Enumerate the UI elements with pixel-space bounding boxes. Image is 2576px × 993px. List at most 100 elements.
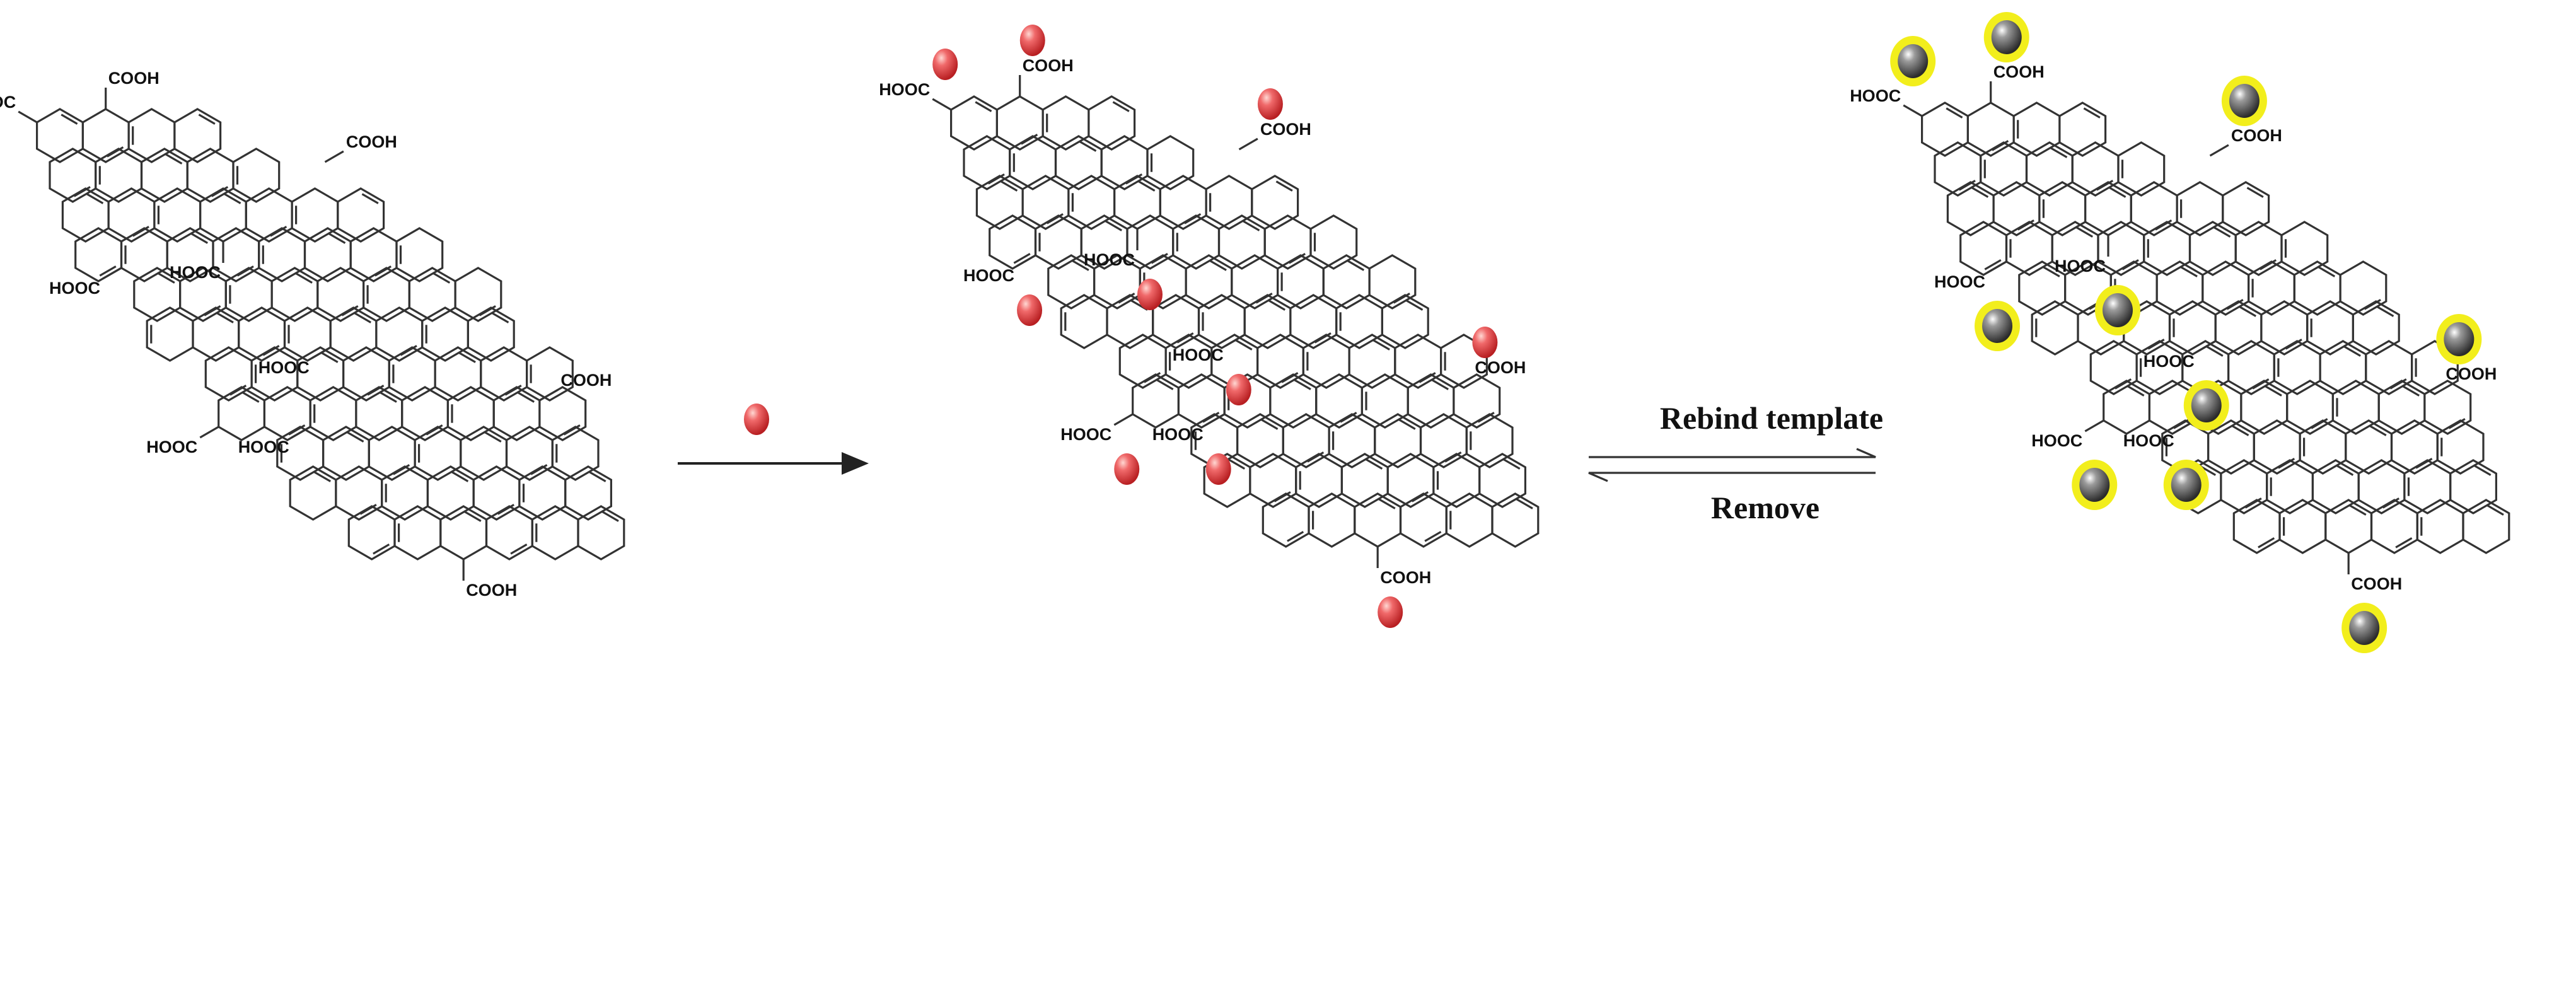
double-bond	[2043, 266, 2060, 277]
carboxyl-bond	[291, 426, 311, 439]
cooh-group-label: COOH	[1993, 62, 2045, 81]
hexagon-ring	[381, 465, 429, 521]
double-bond	[2206, 346, 2224, 357]
double-bond	[2239, 306, 2257, 317]
hexagon-ring	[975, 175, 1024, 230]
hexagon-ring	[186, 148, 235, 203]
double-bond	[2232, 425, 2249, 436]
double-bond	[451, 471, 469, 482]
hexagon-ring	[2222, 181, 2270, 236]
double-bond	[975, 101, 992, 112]
hexagon-ring	[538, 386, 587, 441]
hexagon-ring	[1348, 334, 1396, 389]
forward-reaction-arrow	[678, 404, 869, 475]
double-bond	[1112, 101, 1130, 112]
hexagon-ring	[1172, 214, 1221, 270]
hexagon-ring	[2273, 340, 2321, 395]
hexagon-ring	[1328, 413, 1376, 468]
hexagon-ring	[2253, 419, 2301, 475]
hexagon-ring	[2299, 419, 2347, 475]
hexagon-ring	[1374, 413, 1422, 468]
hexagon-ring	[1361, 373, 1409, 429]
hexagon-ring	[1295, 453, 1343, 508]
carboxyl-bond	[1238, 137, 1258, 151]
hexagon-ring	[2278, 499, 2327, 554]
hexagon-ring	[1236, 413, 1284, 468]
template-molecule-icon	[1019, 25, 1045, 56]
hexagon-ring	[140, 148, 189, 203]
hexagon-ring	[949, 95, 999, 151]
remove-half-arrow	[1588, 472, 1876, 482]
hexagon-ring	[1041, 95, 1090, 151]
double-bond	[1227, 458, 1245, 470]
double-bond	[347, 431, 364, 443]
double-bond	[2083, 107, 2101, 119]
hexagon-ring	[2319, 340, 2367, 395]
double-bond	[1424, 531, 1442, 542]
hexagon-ring	[1934, 141, 1982, 197]
hexagon-ring	[577, 505, 625, 560]
hexagon-ring	[564, 465, 613, 521]
template-molecule-icon	[1137, 279, 1163, 310]
double-bond	[2349, 504, 2367, 516]
hexagon-ring	[232, 148, 281, 203]
double-bond	[216, 312, 234, 323]
hexagon-ring	[1060, 294, 1108, 349]
double-bond	[2402, 385, 2420, 397]
hexagon-ring	[2345, 419, 2393, 475]
cooh-group-label: COOH	[2351, 574, 2402, 593]
cooh-group-label: COOH	[2231, 126, 2282, 145]
hexagon-ring	[492, 386, 541, 441]
hexagon-ring	[426, 465, 475, 521]
hexagon-ring	[1009, 135, 1057, 190]
double-bond	[1287, 531, 1304, 542]
hexagon-ring	[2339, 260, 2387, 316]
hexagon-ring	[2214, 300, 2263, 356]
hexagon-ring	[467, 306, 515, 362]
double-bond	[1366, 458, 1383, 470]
hexagon-ring	[283, 306, 332, 362]
hexagon-ring	[337, 187, 385, 243]
hexagon-ring	[316, 267, 365, 322]
hexagon-ring	[518, 465, 567, 521]
hexagon-ring	[1185, 254, 1233, 310]
hexagon-ring	[2117, 141, 2166, 197]
hexagon-ring	[1966, 102, 2015, 157]
double-bond	[2486, 504, 2504, 516]
hexagon-ring	[1256, 334, 1304, 389]
rebound-template-icon	[1991, 20, 2022, 54]
carboxyl-bond	[539, 388, 559, 402]
double-bond	[1372, 339, 1390, 351]
hexagon-ring	[989, 214, 1037, 270]
hexagon-ring	[1159, 175, 1207, 230]
carboxyl-bond	[1113, 413, 1134, 426]
hexagon-ring	[1478, 453, 1526, 508]
hexagon-ring	[1269, 373, 1318, 429]
hexagon-ring	[1399, 492, 1448, 548]
hexagon-ring	[1067, 175, 1116, 230]
rebound-template-icon	[2349, 611, 2380, 645]
template-molecule-icon	[932, 49, 958, 80]
hooc-group-label: HOOC	[1152, 425, 1204, 444]
double-bond	[1294, 379, 1311, 390]
double-bond	[1079, 141, 1097, 152]
hexagon-ring	[472, 465, 521, 521]
hexagon-ring	[245, 187, 293, 243]
hexagon-ring	[434, 346, 482, 402]
hexagon-ring	[388, 346, 436, 402]
hexagon-ring	[1289, 294, 1338, 349]
hexagon-ring	[1419, 413, 1468, 468]
hexagon-ring	[2202, 260, 2250, 316]
hexagon-ring	[1407, 373, 1455, 429]
hexagon-ring	[199, 187, 247, 243]
hexagon-ring	[1335, 294, 1383, 349]
carboxyl-bond	[1205, 413, 1225, 426]
hexagon-ring	[2005, 221, 2053, 276]
hexagon-ring	[192, 306, 240, 362]
double-bond	[321, 352, 339, 363]
hexagon-ring	[309, 386, 357, 441]
hexagon-ring	[95, 148, 143, 203]
double-bond	[1235, 339, 1253, 351]
hexagon-ring	[270, 267, 319, 322]
hexagon-ring	[375, 306, 424, 362]
